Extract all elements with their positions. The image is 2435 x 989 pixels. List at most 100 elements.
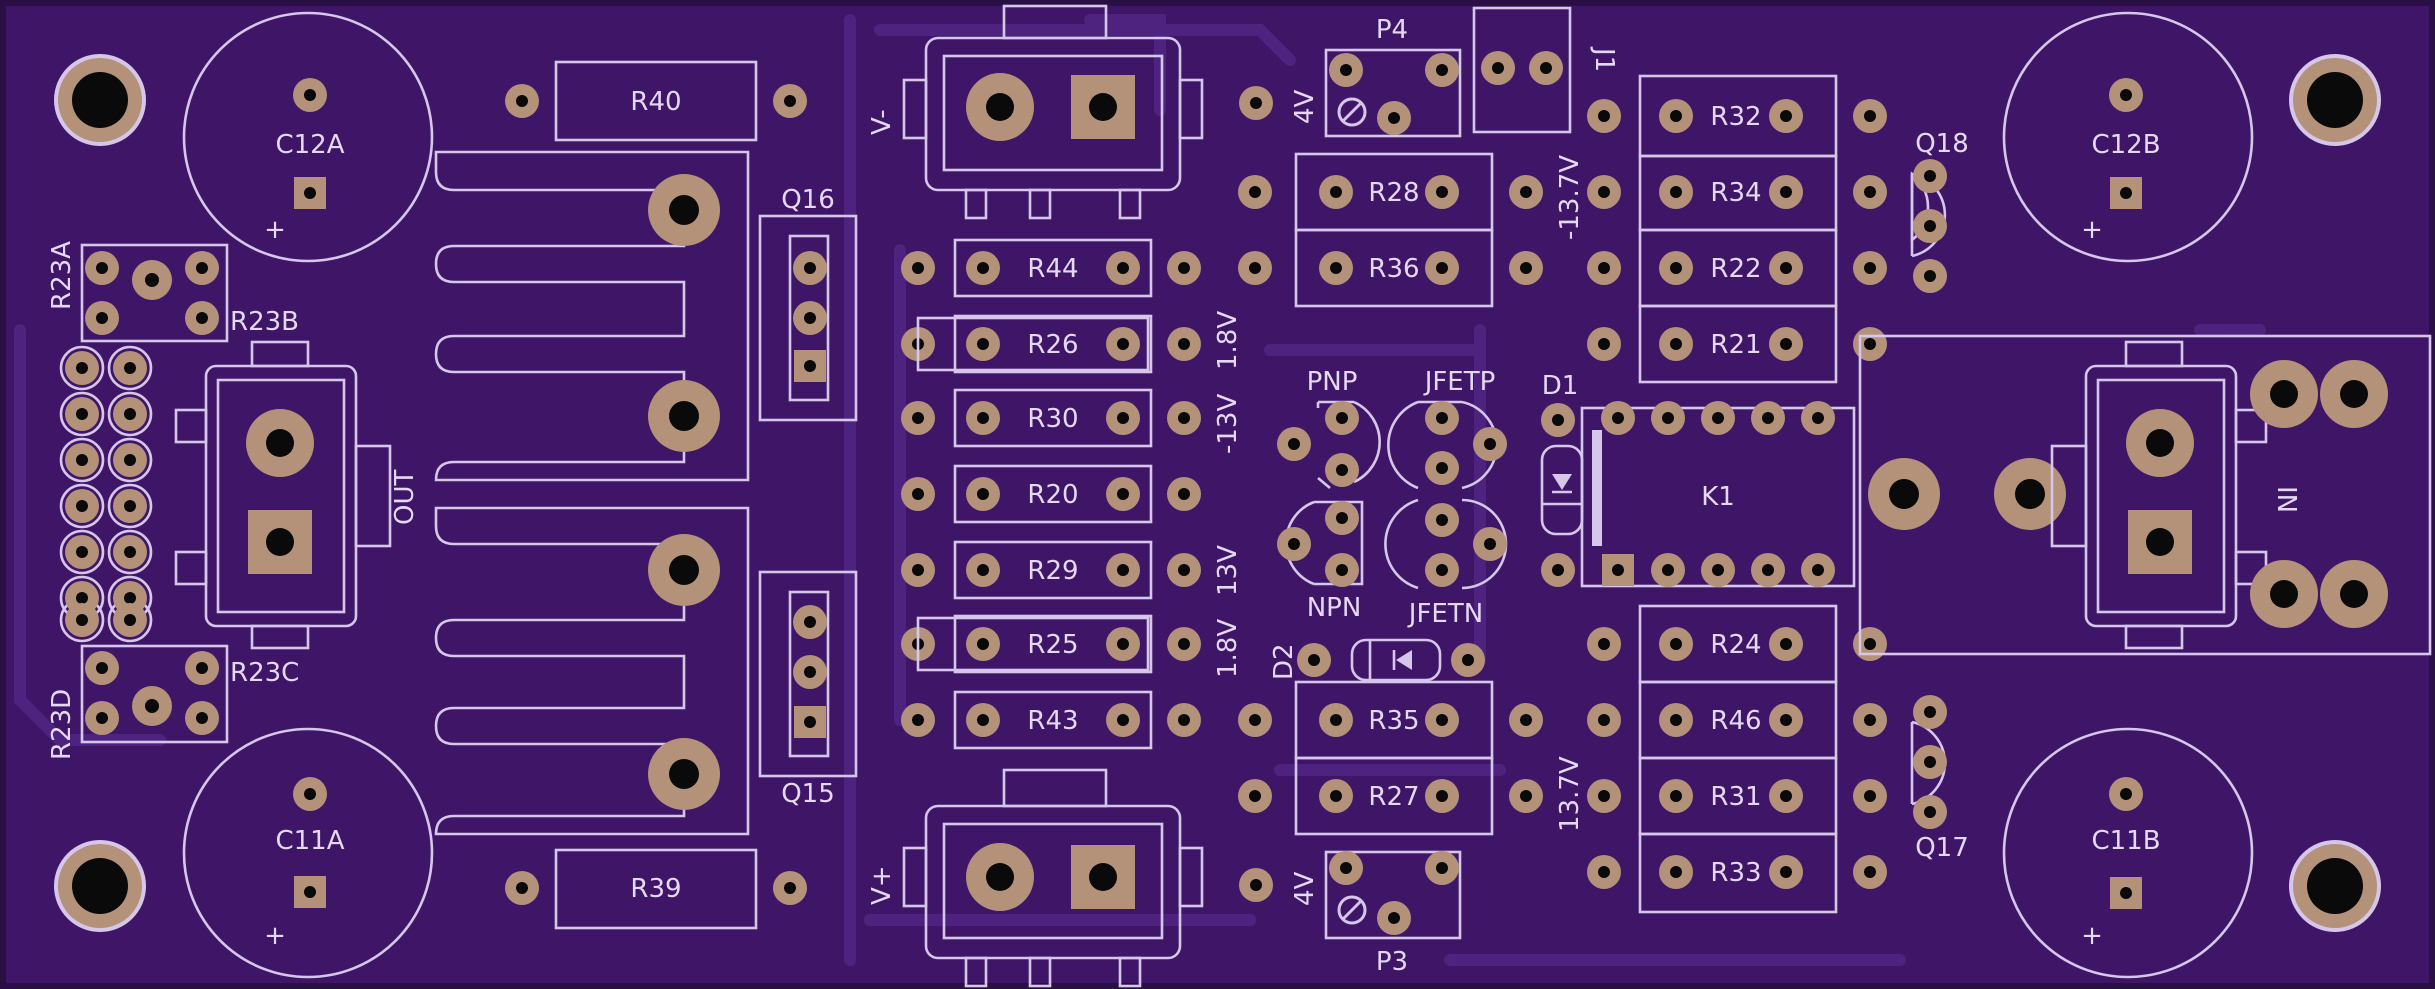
connector-v-plus: V+ bbox=[867, 768, 1204, 988]
resistor-r25: R25 bbox=[901, 616, 1201, 672]
socket-pnp: PNP bbox=[1277, 367, 1381, 489]
mounting-hole-top-left bbox=[54, 54, 146, 146]
transistor-q17: Q17 bbox=[1910, 695, 1969, 863]
resistor-r30: R30 bbox=[901, 390, 1201, 446]
resistor-r36: R36 bbox=[1238, 228, 1543, 308]
svg-text:R26: R26 bbox=[1027, 330, 1078, 360]
label-1-8v-bottom: 1.8V bbox=[1213, 619, 1243, 678]
svg-text:4V: 4V bbox=[1290, 89, 1320, 124]
resistor-r27: R27 bbox=[1238, 756, 1543, 836]
svg-text:C12A: C12A bbox=[275, 130, 344, 160]
socket-jfetn: JFETN bbox=[1384, 498, 1508, 629]
mounting-hole-bottom-left bbox=[54, 840, 146, 932]
svg-text:PNP: PNP bbox=[1307, 367, 1358, 397]
svg-text:R23C: R23C bbox=[230, 658, 299, 688]
pad-v-minus-aux bbox=[1239, 86, 1273, 120]
resistor-r44: R44 bbox=[901, 240, 1201, 296]
svg-text:V+: V+ bbox=[867, 865, 897, 905]
svg-text:R29: R29 bbox=[1027, 556, 1078, 586]
svg-text:R35: R35 bbox=[1368, 706, 1419, 736]
relay-k1: K1 bbox=[1580, 401, 1856, 588]
capacitor-c12a: C12A + bbox=[182, 11, 434, 263]
svg-text:C12B: C12B bbox=[2091, 130, 2160, 160]
svg-text:OUT: OUT bbox=[390, 470, 420, 525]
label-neg-13v: -13V bbox=[1213, 394, 1243, 454]
connector-v-minus: V- bbox=[867, 4, 1204, 220]
connector-in: IN bbox=[1858, 334, 2432, 656]
svg-text:Q16: Q16 bbox=[781, 185, 835, 215]
mounting-hole-top-right bbox=[2289, 54, 2381, 146]
connector-out: OUT bbox=[174, 340, 420, 650]
svg-text:C11A: C11A bbox=[275, 826, 344, 856]
svg-text:JFETN: JFETN bbox=[1407, 599, 1483, 629]
svg-text:D1: D1 bbox=[1542, 371, 1579, 401]
header-2x7 bbox=[59, 345, 153, 643]
transistor-q15: Q15 bbox=[758, 570, 858, 809]
svg-text:C11B: C11B bbox=[2091, 826, 2160, 856]
svg-text:R44: R44 bbox=[1027, 254, 1078, 284]
svg-text:D2: D2 bbox=[1269, 643, 1299, 680]
svg-text:R22: R22 bbox=[1710, 254, 1761, 284]
svg-text:Q17: Q17 bbox=[1915, 833, 1969, 863]
svg-text:Q15: Q15 bbox=[781, 779, 835, 809]
svg-text:R34: R34 bbox=[1710, 178, 1761, 208]
socket-npn: NPN bbox=[1277, 500, 1364, 623]
svg-text:R32: R32 bbox=[1710, 102, 1761, 132]
label-13-7v: 13.7V bbox=[1555, 756, 1585, 832]
svg-text:4V: 4V bbox=[1290, 871, 1320, 906]
trimpot-p3: P3 4V bbox=[1290, 850, 1462, 977]
socket-jfetp: JFETP bbox=[1387, 367, 1507, 490]
transistor-q18: Q18 bbox=[1910, 129, 1969, 293]
pad-v-plus-aux bbox=[1239, 868, 1273, 902]
transistor-q16: Q16 bbox=[758, 185, 858, 422]
svg-text:K1: K1 bbox=[1701, 482, 1735, 512]
svg-text:+: + bbox=[2081, 215, 2103, 245]
power-transistor-pad-2 bbox=[648, 380, 720, 452]
svg-text:R23A: R23A bbox=[47, 241, 77, 310]
svg-text:R27: R27 bbox=[1368, 782, 1419, 812]
svg-text:Q18: Q18 bbox=[1915, 129, 1969, 159]
power-transistor-pad-3 bbox=[648, 534, 720, 606]
svg-text:R25: R25 bbox=[1027, 630, 1078, 660]
jumper-outlines bbox=[916, 316, 1150, 672]
svg-text:R24: R24 bbox=[1710, 630, 1761, 660]
svg-text:R40: R40 bbox=[630, 87, 681, 117]
svg-text:R30: R30 bbox=[1027, 404, 1078, 434]
resistor-r40: R40 bbox=[505, 60, 807, 142]
svg-text:R31: R31 bbox=[1710, 782, 1761, 812]
resistor-r21: R21 bbox=[1587, 304, 1887, 384]
svg-text:IN: IN bbox=[2271, 486, 2301, 513]
svg-text:R46: R46 bbox=[1710, 706, 1761, 736]
svg-text:R28: R28 bbox=[1368, 178, 1419, 208]
capacitor-c12b: C12B + bbox=[2002, 11, 2254, 263]
label-13v: 13V bbox=[1213, 545, 1243, 596]
jumper-j1: J1 bbox=[1472, 6, 1619, 134]
diode-d2: D2 bbox=[1269, 638, 1485, 682]
svg-text:NPN: NPN bbox=[1307, 593, 1362, 623]
resistor-r20: R20 bbox=[901, 466, 1201, 522]
svg-text:R21: R21 bbox=[1710, 330, 1761, 360]
svg-text:R23B: R23B bbox=[230, 307, 299, 337]
trimpot-p4: P4 4V bbox=[1290, 15, 1462, 138]
svg-text:J1: J1 bbox=[1589, 46, 1619, 72]
svg-text:P3: P3 bbox=[1376, 947, 1408, 977]
resistor-r39: R39 bbox=[505, 848, 807, 930]
svg-text:R36: R36 bbox=[1368, 254, 1419, 284]
svg-text:P4: P4 bbox=[1376, 15, 1408, 45]
svg-text:+: + bbox=[264, 921, 286, 951]
resistor-r26: R26 bbox=[901, 316, 1201, 372]
diode-d1: D1 bbox=[1540, 371, 1584, 587]
power-transistor-pad-1 bbox=[648, 174, 720, 246]
resistor-r43: R43 bbox=[901, 692, 1201, 748]
capacitor-c11b: C11B + bbox=[2002, 727, 2254, 979]
svg-text:V-: V- bbox=[867, 109, 897, 135]
svg-text:JFETP: JFETP bbox=[1423, 367, 1496, 397]
trimmer-r23a-r23b: R23A R23B bbox=[47, 241, 299, 343]
svg-text:R33: R33 bbox=[1710, 858, 1761, 888]
trimmer-r23c-r23d: R23C R23D bbox=[47, 644, 299, 760]
copper-traces bbox=[14, 14, 2266, 966]
svg-text:+: + bbox=[2081, 921, 2103, 951]
label-1-8v-top: 1.8V bbox=[1213, 311, 1243, 370]
svg-text:R39: R39 bbox=[630, 874, 681, 904]
